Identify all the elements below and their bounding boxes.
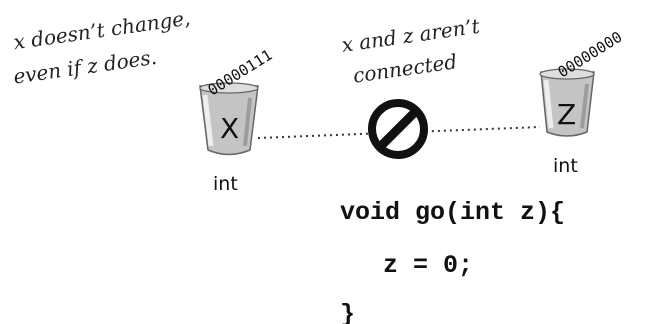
connection-dotted-line (257, 126, 541, 139)
variable-name-z: Z (557, 98, 576, 131)
code-signature: void go(int z){ (340, 198, 565, 227)
cup-icon (199, 85, 259, 156)
cup-icon (540, 71, 595, 137)
variable-name-x: X (220, 112, 239, 145)
type-label-x: int (213, 173, 238, 195)
left-annotation: x doesn’t change, even if z does. (12, 6, 192, 89)
type-label-z: int (553, 155, 578, 177)
left-note-line-1: x doesn’t change, (12, 6, 192, 55)
right-note-line-2: connected (351, 49, 458, 87)
prohibited-sign-icon (368, 99, 428, 159)
code-body: z = 0; (383, 251, 473, 280)
code-close-brace: } (340, 300, 355, 324)
cup-z: Z (539, 68, 595, 137)
right-annotation: x and z aren’t connected (340, 14, 482, 88)
cup-x: X (199, 82, 259, 156)
right-note-line-1: x and z aren’t (340, 14, 482, 57)
